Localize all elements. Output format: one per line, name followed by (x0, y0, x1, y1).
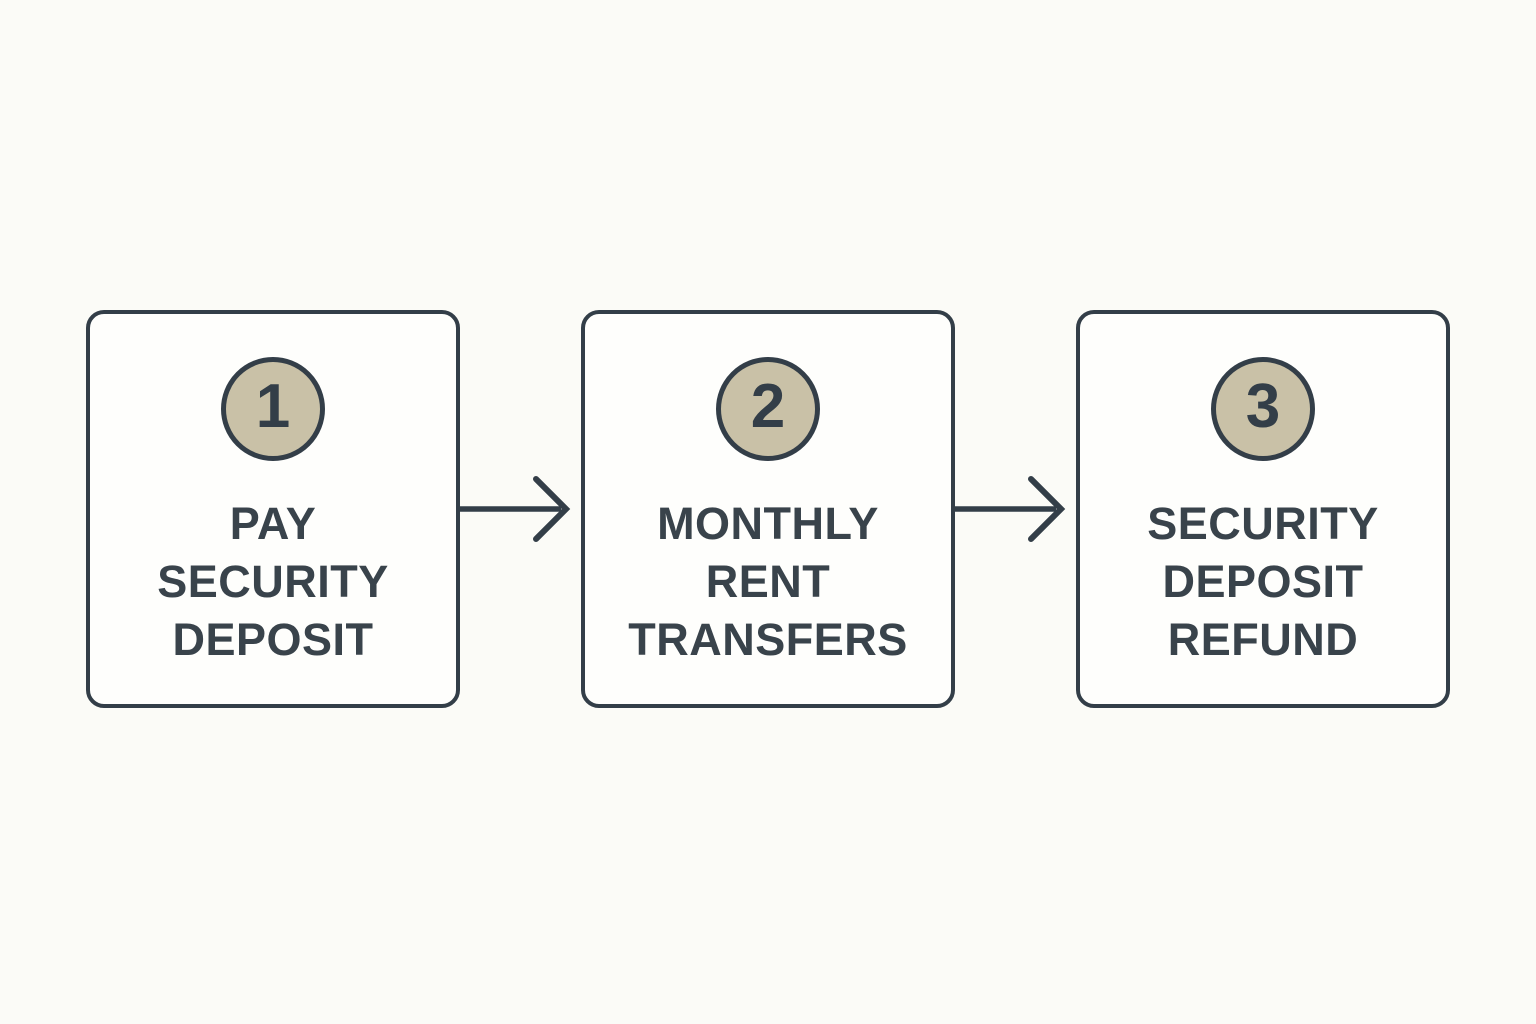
step-3-number-badge: 3 (1211, 357, 1315, 461)
step-label: SECURITY DEPOSIT REFUND (1147, 498, 1379, 665)
step-label: MONTHLY RENT TRANSFERS (628, 498, 908, 665)
arrow-right-icon (460, 449, 581, 569)
step-box-2: 2 MONTHLY RENT TRANSFERS (581, 310, 955, 708)
step-2-number-badge: 2 (716, 357, 820, 461)
step-number: 1 (255, 372, 291, 441)
step-number: 3 (1245, 372, 1281, 441)
step-box-1: 1 PAY SECURITY DEPOSIT (86, 310, 460, 708)
step-label: PAY SECURITY DEPOSIT (157, 498, 389, 665)
step-1-number-badge: 1 (221, 357, 325, 461)
step-number: 2 (750, 372, 786, 441)
flow-row: 1 PAY SECURITY DEPOSIT 2 MONTHLY RENT TR… (86, 310, 1450, 708)
arrow-right-icon (955, 449, 1076, 569)
step-box-3: 3 SECURITY DEPOSIT REFUND (1076, 310, 1450, 708)
